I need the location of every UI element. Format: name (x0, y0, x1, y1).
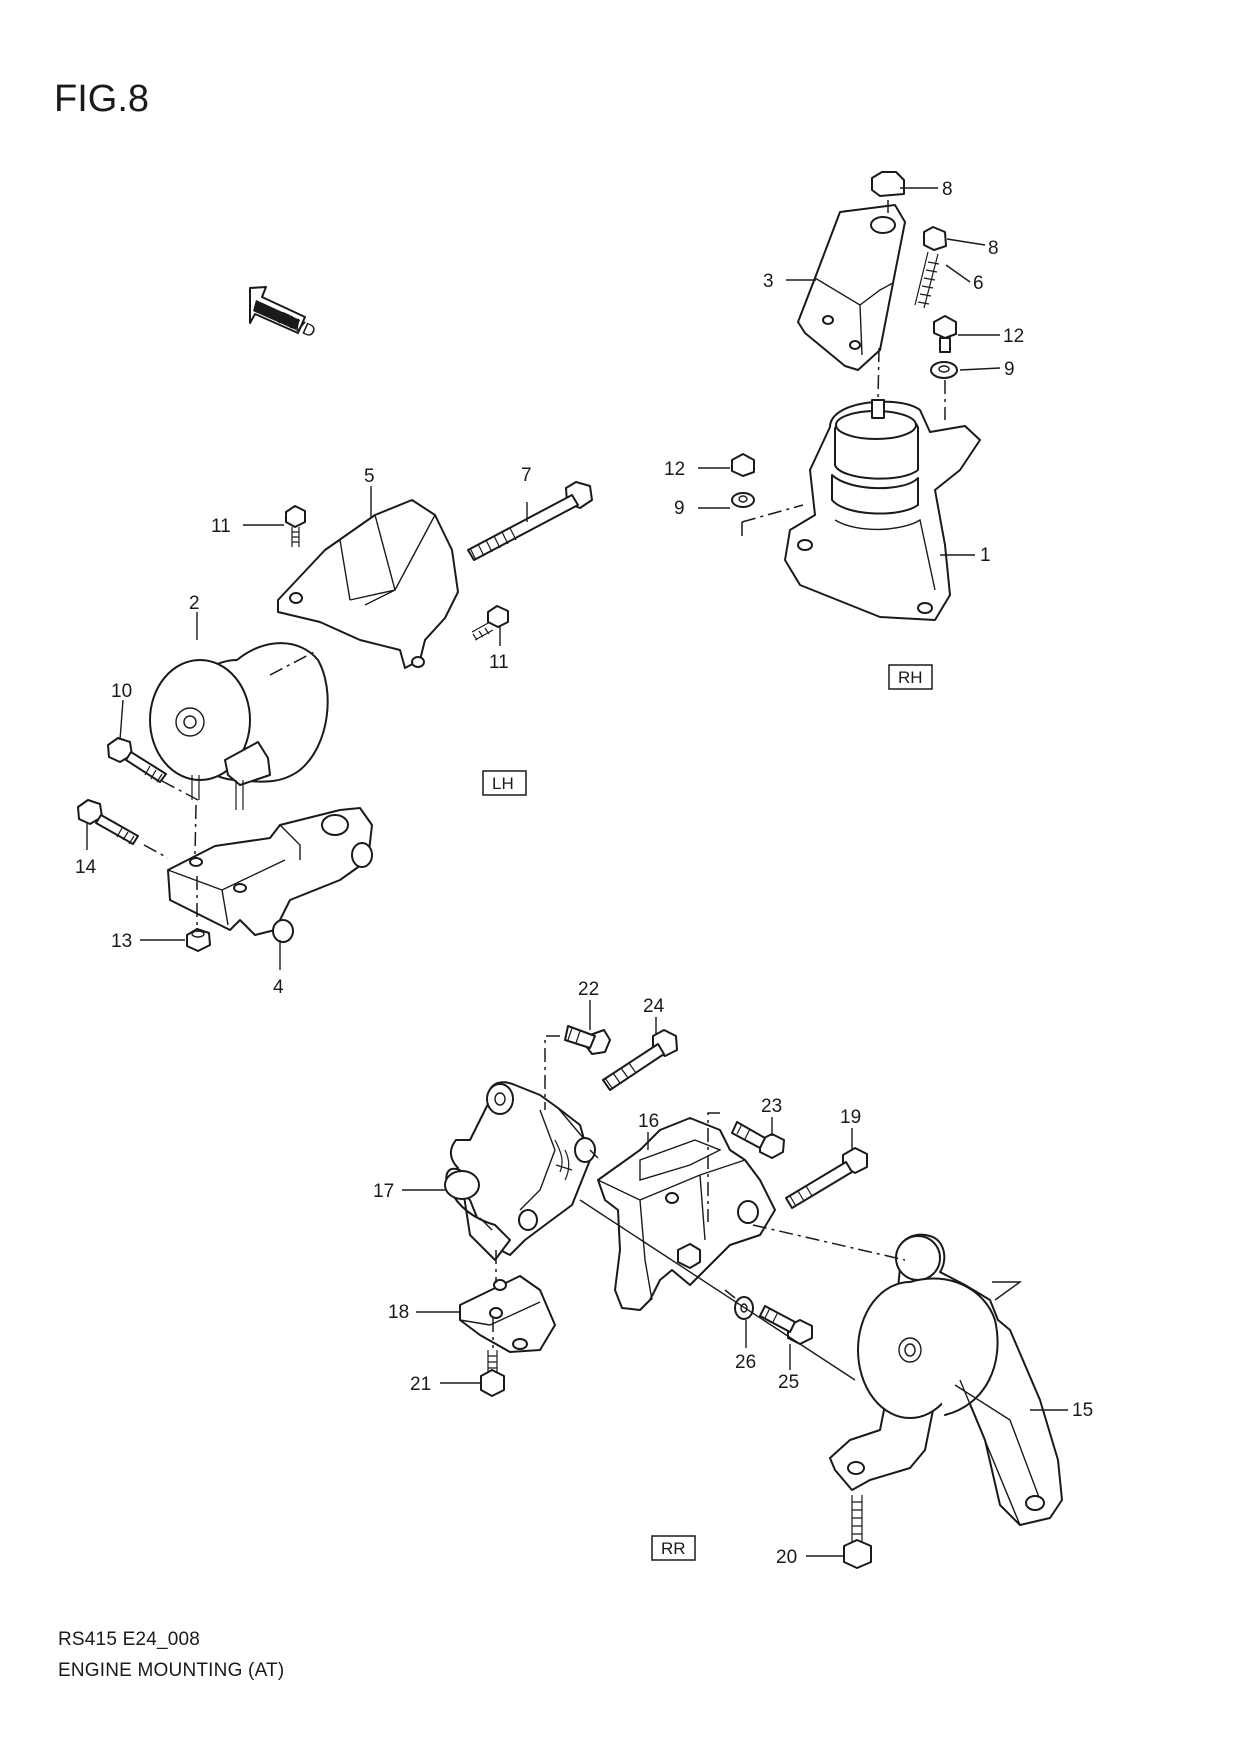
callout-8-top: 8 (942, 179, 953, 200)
callout-17: 17 (373, 1181, 394, 1202)
callout-21: 21 (410, 1374, 431, 1395)
section-badge-rh: RH (888, 664, 933, 690)
figure-title: FIG.8 (54, 78, 150, 120)
callout-24: 24 (643, 996, 665, 1017)
callout-9-left: 9 (674, 498, 685, 519)
callout-19: 19 (840, 1107, 861, 1128)
callout-numbers: 8 8 6 3 12 9 12 9 1 5 7 11 11 2 10 14 13… (75, 179, 1093, 1568)
callout-18: 18 (388, 1302, 409, 1323)
callout-12-left: 12 (664, 459, 685, 480)
callout-16: 16 (638, 1111, 659, 1132)
callout-13: 13 (111, 931, 132, 952)
callout-25: 25 (778, 1372, 799, 1393)
section-badge-lh: LH (482, 770, 527, 796)
fwd-arrow-icon: FWD (249, 286, 318, 341)
callout-6: 6 (973, 273, 984, 294)
diagram-code: RS415 E24_008 (58, 1629, 201, 1650)
callout-7: 7 (521, 465, 532, 486)
section-badge-rr: RR (651, 1535, 696, 1561)
lh-mount-group (77, 481, 593, 952)
callout-2: 2 (189, 593, 200, 614)
svg-text:LH: LH (492, 774, 514, 793)
rr-mount-group (444, 1025, 1063, 1569)
callout-3: 3 (763, 271, 774, 292)
callout-26: 26 (735, 1352, 756, 1373)
callout-1: 1 (980, 545, 991, 566)
callout-8-stud: 8 (988, 238, 999, 259)
callout-15: 15 (1072, 1400, 1093, 1421)
diagram-title: ENGINE MOUNTING (AT) (58, 1660, 285, 1681)
callout-11-top: 11 (211, 516, 231, 537)
callout-5: 5 (364, 466, 375, 487)
callout-14: 14 (75, 857, 97, 878)
callout-12-right: 12 (1003, 326, 1024, 347)
callout-20: 20 (776, 1547, 797, 1568)
callout-leaders (86, 187, 1068, 1557)
svg-text:RR: RR (661, 1539, 686, 1558)
callout-23: 23 (761, 1096, 782, 1117)
rh-mount-group (731, 171, 981, 621)
svg-text:RH: RH (898, 668, 923, 687)
callout-22: 22 (578, 979, 599, 1000)
callout-11-right: 11 (489, 652, 509, 673)
callout-9-right: 9 (1004, 359, 1015, 380)
callout-4: 4 (273, 977, 284, 998)
callout-10: 10 (111, 681, 132, 702)
